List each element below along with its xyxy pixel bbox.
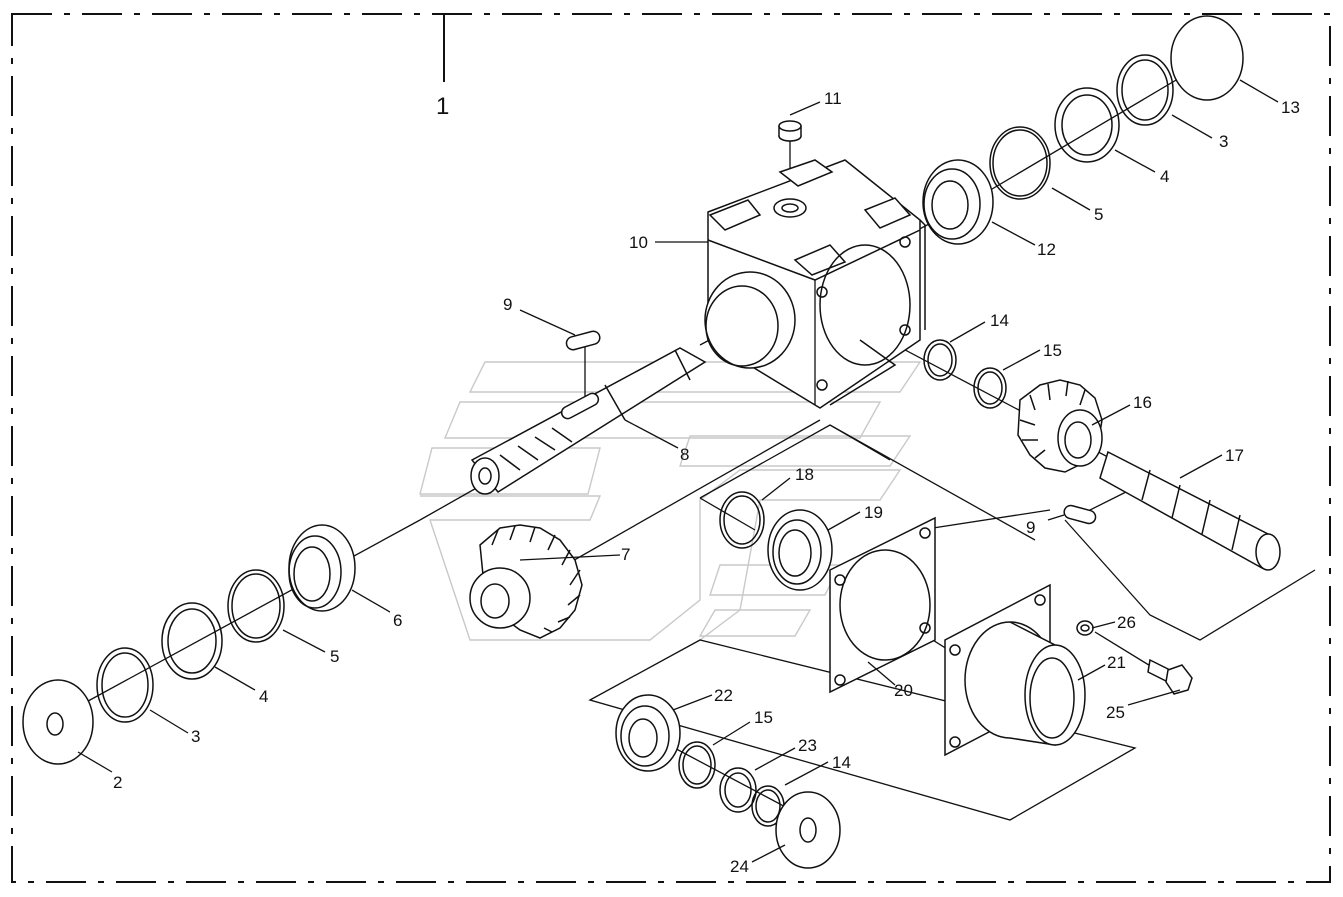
gearbox-housing [704,159,926,409]
label-part-4-right: 4 [1160,167,1169,186]
label-part-9-upper: 9 [503,295,512,314]
gasket [829,516,936,694]
shim-left [227,569,285,643]
shim-small-upper [973,367,1007,409]
circlip-right [1116,54,1174,126]
washer-right [1054,87,1120,163]
label-part-21: 21 [1107,653,1126,672]
label-part-15-upper: 15 [1043,341,1062,360]
label-part-8: 8 [680,445,689,464]
flange-housing [944,583,1086,757]
circlip-left [96,647,154,723]
label-part-18: 18 [795,465,814,484]
bevel-gear-small [1017,379,1103,473]
label-part-5-left: 5 [330,647,339,666]
bearing-lower [615,694,681,772]
bearing-right [922,159,994,245]
label-part-9-lower: 9 [1026,518,1035,537]
part-labels: 2 3 3 4 4 5 5 6 7 8 9 9 10 11 12 13 14 1… [113,89,1300,876]
label-part-10: 10 [629,233,648,252]
washer-left [161,602,223,680]
hex-bolt [1147,658,1193,695]
label-part-19: 19 [864,503,883,522]
breather-plug [778,120,802,142]
label-part-16: 16 [1133,393,1152,412]
leader-lines [77,79,1279,863]
end-cap-lower [775,791,841,869]
bearing-left [288,524,356,612]
label-part-6: 6 [393,611,402,630]
label-part-14-upper: 14 [990,311,1009,330]
label-part-13: 13 [1281,98,1300,117]
label-part-20: 20 [894,681,913,700]
label-part-12: 12 [1037,240,1056,259]
label-part-15-lower: 15 [754,708,773,727]
label-part-11: 11 [824,89,842,108]
assembly-number: 1 [436,93,449,120]
shaft-key-upper [565,330,601,351]
output-shaft [1099,450,1281,571]
label-part-7: 7 [621,545,630,564]
bevel-gear-large [469,524,583,639]
assembly-border [11,13,1331,883]
shaft-key-lower [1063,504,1097,525]
label-part-24: 24 [730,857,749,876]
lock-washer [1076,620,1094,636]
label-part-3-right: 3 [1219,132,1228,151]
label-part-14-lower: 14 [832,753,851,772]
label-part-23: 23 [798,736,817,755]
label-part-3-left: 3 [191,727,200,746]
group-brackets [588,424,1316,821]
label-part-26: 26 [1117,613,1136,632]
label-part-25: 25 [1106,703,1125,722]
label-part-5-right: 5 [1094,205,1103,224]
input-shaft [470,347,707,495]
end-cap-left [22,679,94,765]
circlip-small-upper [923,339,957,381]
shim-middle [719,491,765,549]
spacer-ring [719,767,757,813]
end-cap-right [1170,15,1244,101]
bearing-middle [767,509,833,591]
label-part-4-left: 4 [259,687,268,706]
label-part-2: 2 [113,773,122,792]
shim-small-lower [678,741,716,789]
label-part-22: 22 [714,686,733,705]
shim-right [989,126,1051,200]
label-part-17: 17 [1225,446,1244,465]
